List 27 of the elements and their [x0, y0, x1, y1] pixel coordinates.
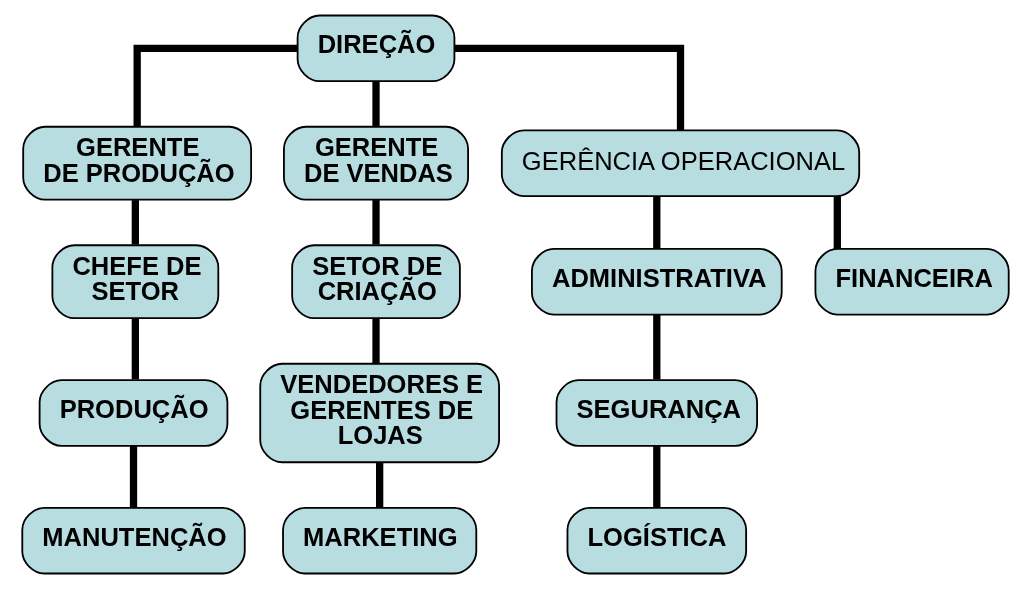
node-box: SETOR DE CRIAÇÃO — [290, 244, 461, 320]
connector — [833, 196, 841, 249]
node-box: PRODUÇÃO — [38, 379, 228, 447]
connector — [371, 81, 380, 127]
node-box: DIREÇÃO — [296, 14, 455, 83]
node-box: SEGURANÇA — [555, 379, 758, 447]
connector — [371, 318, 380, 364]
connector — [652, 445, 660, 508]
node-box: CHEFE DE SETOR — [50, 244, 219, 320]
connector — [453, 44, 684, 130]
node-box: VENDEDORES E GERENTES DE LOJAS — [258, 362, 500, 464]
node-box: GERÊNCIA OPERACIONAL — [500, 129, 860, 197]
node-box: GERENTE DE VENDAS — [282, 125, 469, 201]
connector — [131, 200, 139, 245]
node-box: ADMINISTRATIVA — [530, 248, 783, 316]
connector — [375, 462, 383, 508]
connector — [131, 318, 139, 380]
connector — [652, 314, 660, 380]
node-box: MANUTENÇÃO — [20, 506, 246, 575]
node-box: LOGÍSTICA — [566, 506, 747, 575]
connector — [129, 445, 137, 508]
node-box: FINANCEIRA — [814, 248, 1010, 316]
connector — [133, 44, 297, 127]
node-box: GERENTE DE PRODUÇÃO — [21, 125, 252, 201]
connector — [652, 196, 660, 249]
node-box: MARKETING — [281, 506, 477, 575]
connector — [371, 200, 380, 245]
